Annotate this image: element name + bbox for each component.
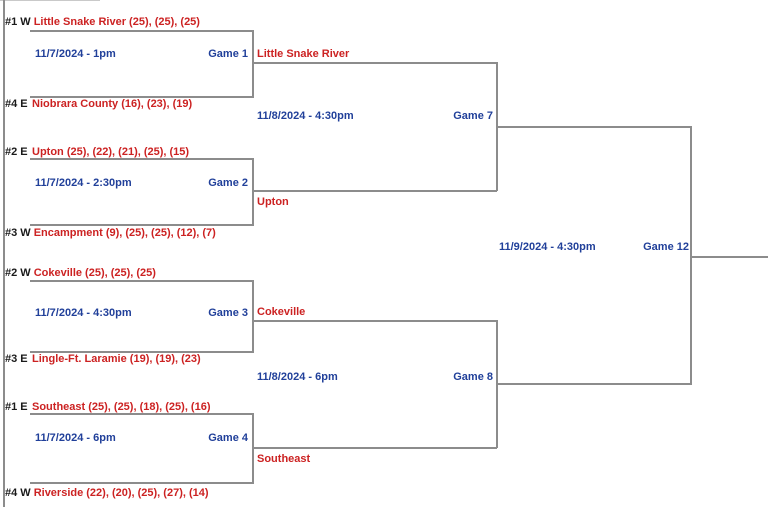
team-name[interactable]: Riverside (22), (20), (25), (27), (14) — [33, 487, 209, 499]
winner-name-game2[interactable]: Upton — [257, 196, 289, 208]
bracket-line-game2-right — [252, 158, 254, 225]
winner-line-game2 — [253, 190, 497, 192]
bracket-line-game4-right — [252, 413, 254, 483]
team-name[interactable]: Niobrara County (16), (23), (19) — [32, 98, 193, 110]
bracket-line-game3-bottom — [30, 351, 254, 353]
seed-label: #4 W — [5, 487, 31, 499]
game-number-label: Game 7 — [453, 110, 493, 122]
game-datetime: 11/8/2024 - 6pm — [257, 371, 338, 383]
seed-label: #1 E — [5, 401, 28, 413]
game-number-label: Game 3 — [208, 307, 248, 319]
game7-info-row: 11/8/2024 - 4:30pm Game 7 — [257, 110, 493, 122]
game3-info-row: 11/7/2024 - 4:30pm Game 3 — [35, 307, 248, 319]
game2-info-row: 11/7/2024 - 2:30pm Game 2 — [35, 177, 248, 189]
game-datetime: 11/7/2024 - 4:30pm — [35, 307, 132, 319]
bracket-line-game1-right — [252, 30, 254, 97]
bracket-line-game1-bottom — [30, 96, 254, 98]
game8-info-row: 11/8/2024 - 6pm Game 8 — [257, 371, 493, 383]
seed-label: #2 W — [5, 267, 31, 279]
team-name[interactable]: Upton (25), (22), (21), (25), (15) — [32, 146, 190, 158]
winner-line-game12 — [691, 256, 768, 258]
seed-label: #2 E — [5, 146, 28, 158]
bracket-line-game4-top — [30, 413, 254, 415]
winner-name-game3[interactable]: Cokeville — [257, 306, 306, 318]
matchup-row-game3-bottom: #3 E Lingle-Ft. Laramie (19), (19), (23) — [5, 353, 201, 365]
winner-name-game1[interactable]: Little Snake River — [257, 48, 350, 60]
winner-line-game7 — [497, 126, 692, 128]
seed-label: #1 W — [5, 16, 31, 28]
game-number-label: Game 2 — [208, 177, 248, 189]
bracket-line-game8-right — [496, 320, 498, 448]
game-number-label: Game 12 — [643, 241, 689, 253]
game1-info-row: 11/7/2024 - 1pm Game 1 — [35, 48, 248, 60]
team-name[interactable]: Lingle-Ft. Laramie (19), (19), (23) — [32, 353, 201, 365]
game-number-label: Game 4 — [208, 432, 248, 444]
bracket-line-game12-right — [690, 126, 692, 385]
game-number-label: Game 1 — [208, 48, 248, 60]
seed-label: #3 W — [5, 227, 31, 239]
bracket-line-game7-right — [496, 62, 498, 191]
bracket-line-game3-right — [252, 280, 254, 352]
winner-line-game8 — [497, 383, 692, 385]
team-name[interactable]: Southeast (25), (25), (18), (25), (16) — [32, 401, 211, 413]
bracket-line-game4-bottom — [30, 482, 254, 484]
game12-info-row: 11/9/2024 - 4:30pm Game 12 — [499, 241, 689, 253]
left-border-line — [3, 0, 5, 507]
seed-label: #3 E — [5, 353, 28, 365]
winner-line-game1 — [253, 62, 497, 64]
team-name[interactable]: Cokeville (25), (25), (25) — [33, 267, 156, 279]
bracket-line-game1-top — [30, 30, 254, 32]
winner-line-game4 — [253, 447, 497, 449]
matchup-row-game1-bottom: #4 E Niobrara County (16), (23), (19) — [5, 98, 192, 110]
seed-label: #4 E — [5, 98, 28, 110]
bracket-line-game3-top — [30, 280, 254, 282]
winner-line-game3 — [253, 320, 497, 322]
winner-name-game4[interactable]: Southeast — [257, 453, 311, 465]
matchup-row-game2-top: #2 E Upton (25), (22), (21), (25), (15) — [5, 146, 189, 158]
game-number-label: Game 8 — [453, 371, 493, 383]
game-datetime: 11/7/2024 - 1pm — [35, 48, 116, 60]
game-datetime: 11/8/2024 - 4:30pm — [257, 110, 354, 122]
matchup-row-game4-top: #1 E Southeast (25), (25), (18), (25), (1… — [5, 401, 211, 413]
top-border-line — [0, 0, 100, 1]
bracket-line-game2-bottom — [30, 224, 254, 226]
team-name[interactable]: Encampment (9), (25), (25), (12), (7) — [33, 227, 216, 239]
game4-info-row: 11/7/2024 - 6pm Game 4 — [35, 432, 248, 444]
game-datetime: 11/7/2024 - 2:30pm — [35, 177, 132, 189]
game-datetime: 11/9/2024 - 4:30pm — [499, 241, 596, 253]
team-name[interactable]: Little Snake River (25), (25), (25) — [33, 16, 200, 28]
bracket-line-game2-top — [30, 158, 254, 160]
game-datetime: 11/7/2024 - 6pm — [35, 432, 116, 444]
